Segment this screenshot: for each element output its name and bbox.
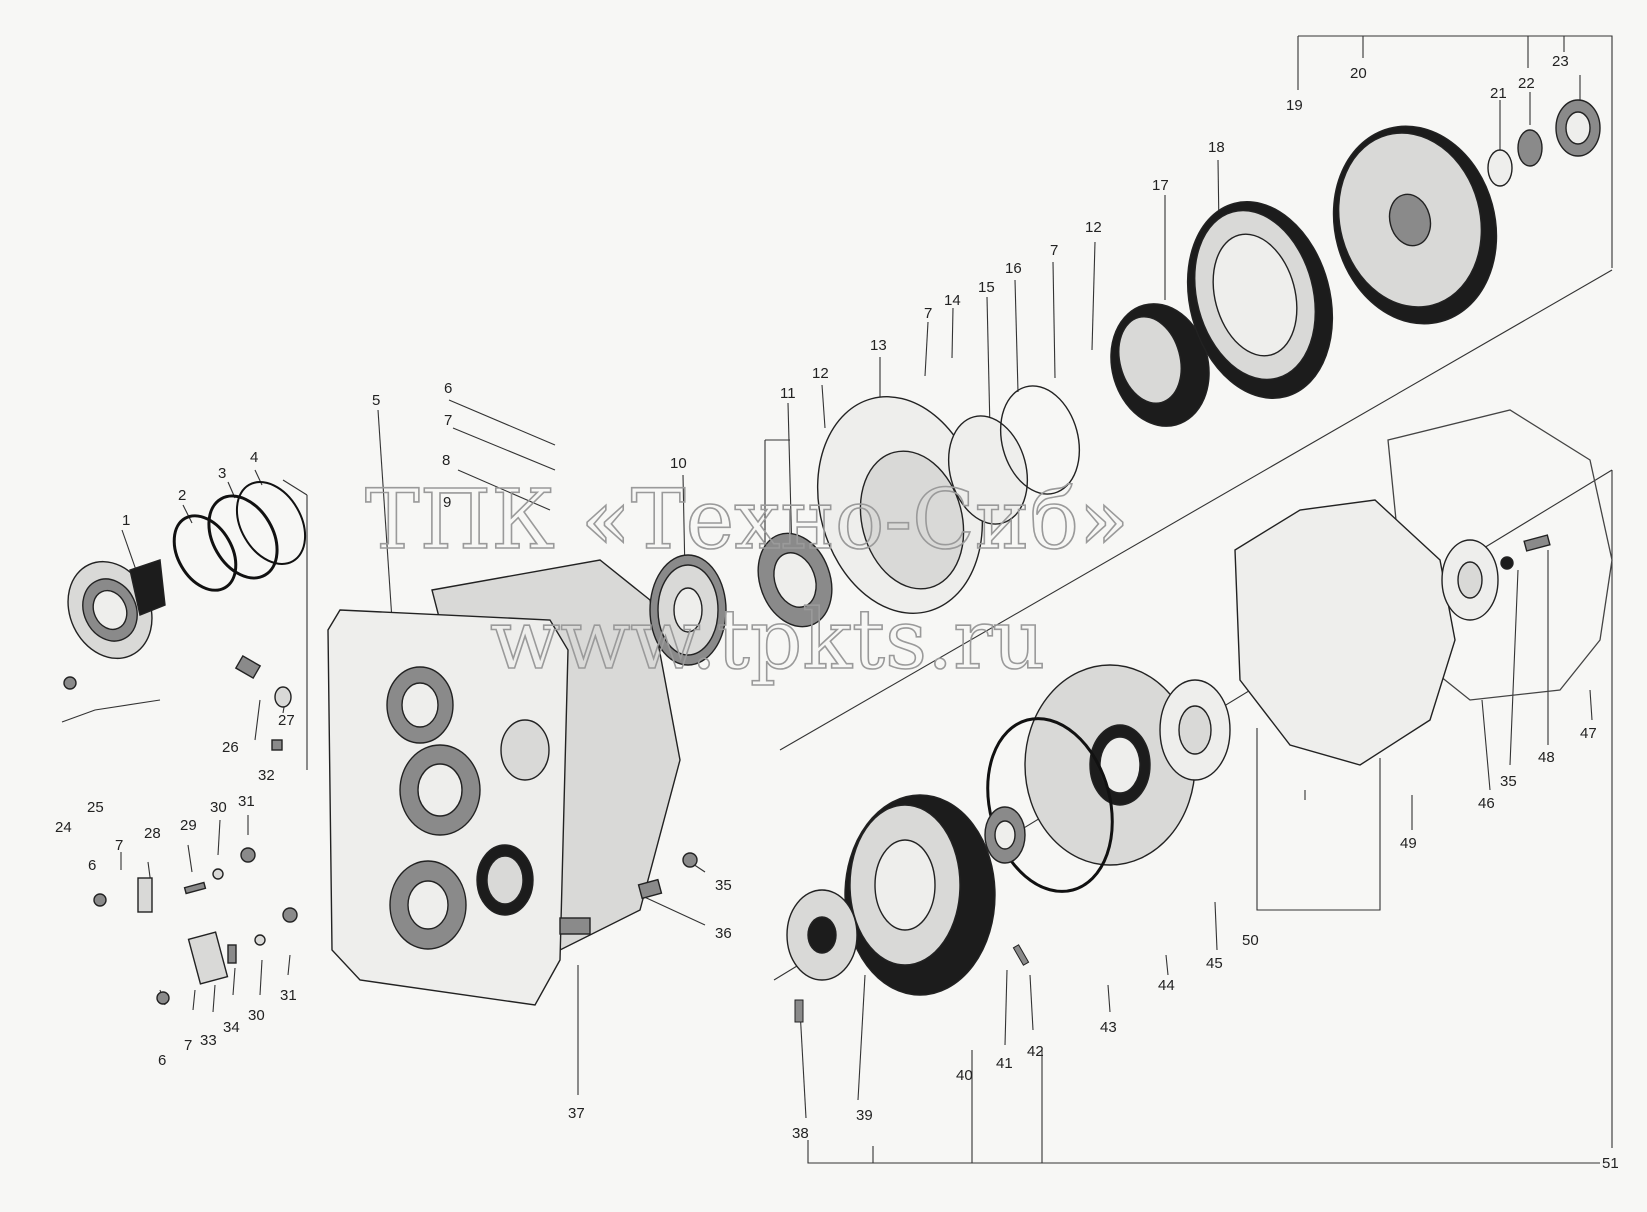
part-flange-46 <box>1441 534 1551 621</box>
callout-label: 5 <box>372 392 380 409</box>
watermark-company-name: ТПК «Техно-Сиб» <box>365 473 1129 568</box>
callout-label: 29 <box>180 817 197 834</box>
part-flange-hub <box>67 559 166 660</box>
part-cover-plate <box>1234 499 1456 766</box>
part-turbine-wheel <box>1110 303 1210 427</box>
callout-label: 15 <box>978 279 995 296</box>
callout-label: 47 <box>1580 725 1597 742</box>
callout-label: 19 <box>1286 97 1303 114</box>
callout-label: 30 <box>248 1007 265 1024</box>
part-coupling-hub <box>786 889 858 981</box>
callout-label: 44 <box>1158 977 1175 994</box>
part-o-rings <box>172 481 307 592</box>
part-fittings-left <box>63 654 698 1005</box>
callout-label: 42 <box>1027 1043 1044 1060</box>
callout-label: 25 <box>87 799 104 816</box>
callout-label: 6 <box>158 1052 166 1069</box>
part-small-bearing <box>984 806 1026 864</box>
callout-label: 6 <box>88 857 96 874</box>
part-reactor-ring <box>1186 201 1334 399</box>
callout-label: 11 <box>780 385 796 402</box>
callout-label: 12 <box>1085 219 1102 236</box>
part-spur-gear <box>649 554 727 666</box>
callout-label: 35 <box>1500 773 1517 790</box>
callout-label: 17 <box>1152 177 1169 194</box>
callout-label: 27 <box>278 712 295 729</box>
callout-label: 31 <box>280 987 297 1004</box>
callout-label: 50 <box>1242 932 1259 949</box>
callout-label: 23 <box>1552 53 1569 70</box>
callout-label: 37 <box>568 1105 585 1122</box>
callout-label: 4 <box>250 449 258 466</box>
callout-label: 34 <box>223 1019 240 1036</box>
callout-label: 16 <box>1005 260 1022 277</box>
callout-label: 26 <box>222 739 239 756</box>
callout-label: 43 <box>1100 1019 1117 1036</box>
callout-label: 1 <box>122 512 130 529</box>
callout-label: 40 <box>956 1067 973 1084</box>
callout-label: 7 <box>115 837 123 854</box>
callout-label: 51 <box>1602 1155 1619 1172</box>
callout-label: 30 <box>210 799 227 816</box>
callout-label: 9 <box>443 494 451 511</box>
callout-label: 22 <box>1518 75 1535 92</box>
callout-label: 45 <box>1206 955 1223 972</box>
part-flange-45 <box>1159 679 1231 781</box>
callout-label: 13 <box>870 337 887 354</box>
callout-label: 31 <box>238 793 255 810</box>
callout-label: 3 <box>218 465 226 482</box>
callout-label: 24 <box>55 819 72 836</box>
callout-label: 41 <box>996 1055 1013 1072</box>
callout-label: 32 <box>258 767 275 784</box>
callout-label: 28 <box>144 825 161 842</box>
callout-label: 7 <box>184 1037 192 1054</box>
callout-label: 7 <box>1050 242 1058 259</box>
callout-label: 6 <box>444 380 452 397</box>
part-washers <box>947 385 1081 525</box>
callout-label: 38 <box>792 1125 809 1142</box>
callout-label: 21 <box>1490 85 1507 102</box>
callout-label: 39 <box>856 1107 873 1124</box>
part-pump-wheel <box>1332 125 1498 325</box>
callout-labels: 1 2 3 4 5 6 7 8 9 10 11 12 12 13 7 14 15… <box>55 53 1619 1172</box>
callout-label: 35 <box>715 877 732 894</box>
part-brake-drum <box>844 794 996 996</box>
watermark: ТПК «Техно-Сиб» www.tpkts.ru <box>364 472 1130 689</box>
callout-label: 2 <box>178 487 186 504</box>
callout-label: 12 <box>812 365 829 382</box>
callout-label: 33 <box>200 1032 217 1049</box>
callout-label: 36 <box>715 925 732 942</box>
callout-label: 46 <box>1478 795 1495 812</box>
part-drive-plate <box>816 396 984 614</box>
callout-label: 10 <box>670 455 687 472</box>
part-ball-bearing <box>757 532 833 628</box>
callout-label: 49 <box>1400 835 1417 852</box>
part-gear-housing <box>327 559 681 1006</box>
callout-label: 7 <box>924 305 932 322</box>
watermark-website: www.tpkts.ru <box>490 593 1045 688</box>
callout-label: 7 <box>444 412 452 429</box>
callout-label: 18 <box>1208 139 1225 156</box>
callout-label: 14 <box>944 292 961 309</box>
callout-label: 8 <box>442 452 450 469</box>
part-bearing-set <box>1487 99 1601 187</box>
callout-label: 20 <box>1350 65 1367 82</box>
callout-label: 48 <box>1538 749 1555 766</box>
